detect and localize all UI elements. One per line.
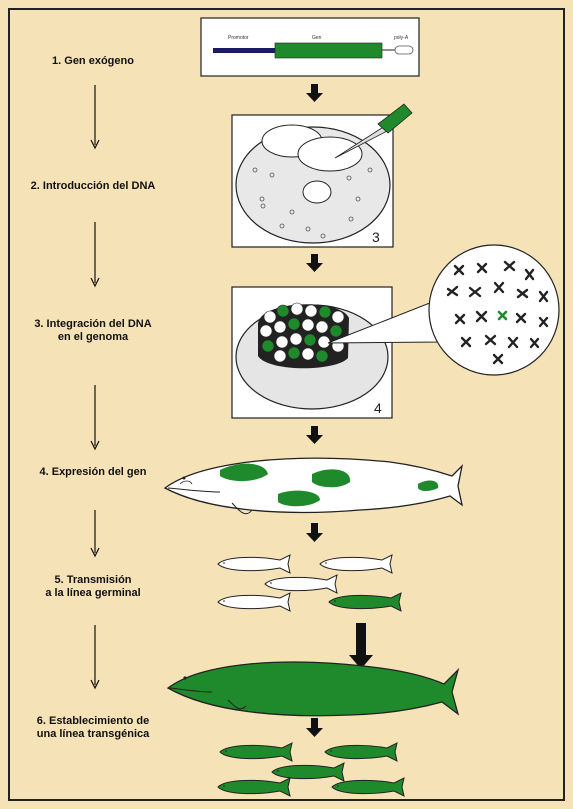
transgenic-founder-fish xyxy=(168,662,458,716)
offspring-fish-2 xyxy=(320,555,392,573)
promoter-label: Promotor xyxy=(228,35,249,41)
offspring-fish-1 xyxy=(218,555,290,573)
pronucleus xyxy=(298,137,362,171)
expressing-fish xyxy=(165,458,462,514)
gene-construct: Promotor Gen poly-A xyxy=(201,18,419,76)
polya-segment xyxy=(395,46,413,54)
gene-segment xyxy=(275,43,382,58)
injection-panel: 3 xyxy=(232,104,412,247)
promoter-segment xyxy=(213,48,275,53)
panel-number-3: 3 xyxy=(372,229,380,245)
line-fish-3 xyxy=(272,763,344,781)
line-fish-2 xyxy=(325,743,397,761)
transgenic-offspring-fish xyxy=(329,593,401,611)
germline-fish-group xyxy=(218,555,401,611)
line-fish-1 xyxy=(220,743,292,761)
transgenic-line-fish-group xyxy=(218,743,404,796)
gene-label: Gen xyxy=(312,35,322,41)
line-fish-4 xyxy=(218,778,290,796)
panel-number-4: 4 xyxy=(374,400,382,416)
offspring-fish-3 xyxy=(265,575,337,593)
offspring-fish-4 xyxy=(218,593,290,611)
polya-label: poly-A xyxy=(394,35,409,41)
integration-panel: 4 xyxy=(232,287,392,418)
